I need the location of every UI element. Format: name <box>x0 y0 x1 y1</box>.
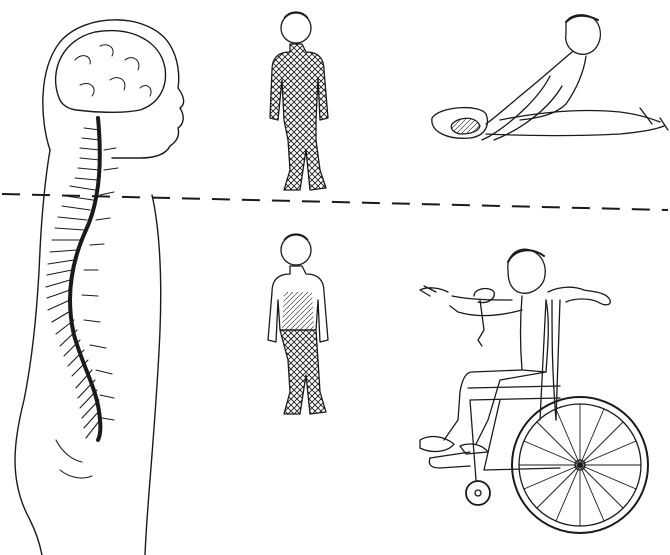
child-lower-body-hatched <box>280 330 326 414</box>
child-body-hatched <box>270 44 328 190</box>
brain <box>56 31 166 113</box>
child-partial-hatching <box>268 234 328 414</box>
front-contour <box>145 195 161 555</box>
child-sitting-stretching <box>432 15 668 140</box>
child-full-hatching <box>270 12 328 190</box>
spine-side-view <box>15 20 184 555</box>
child-head <box>281 13 311 43</box>
child-in-wheelchair <box>420 249 648 533</box>
wheel-spokes <box>519 404 641 526</box>
cushion-hatch <box>451 118 480 134</box>
back-contour <box>15 150 50 555</box>
vertebrae <box>46 128 118 478</box>
wheel-caster <box>466 481 490 505</box>
child-head-2 <box>281 235 311 265</box>
dashed-divider <box>2 194 668 210</box>
